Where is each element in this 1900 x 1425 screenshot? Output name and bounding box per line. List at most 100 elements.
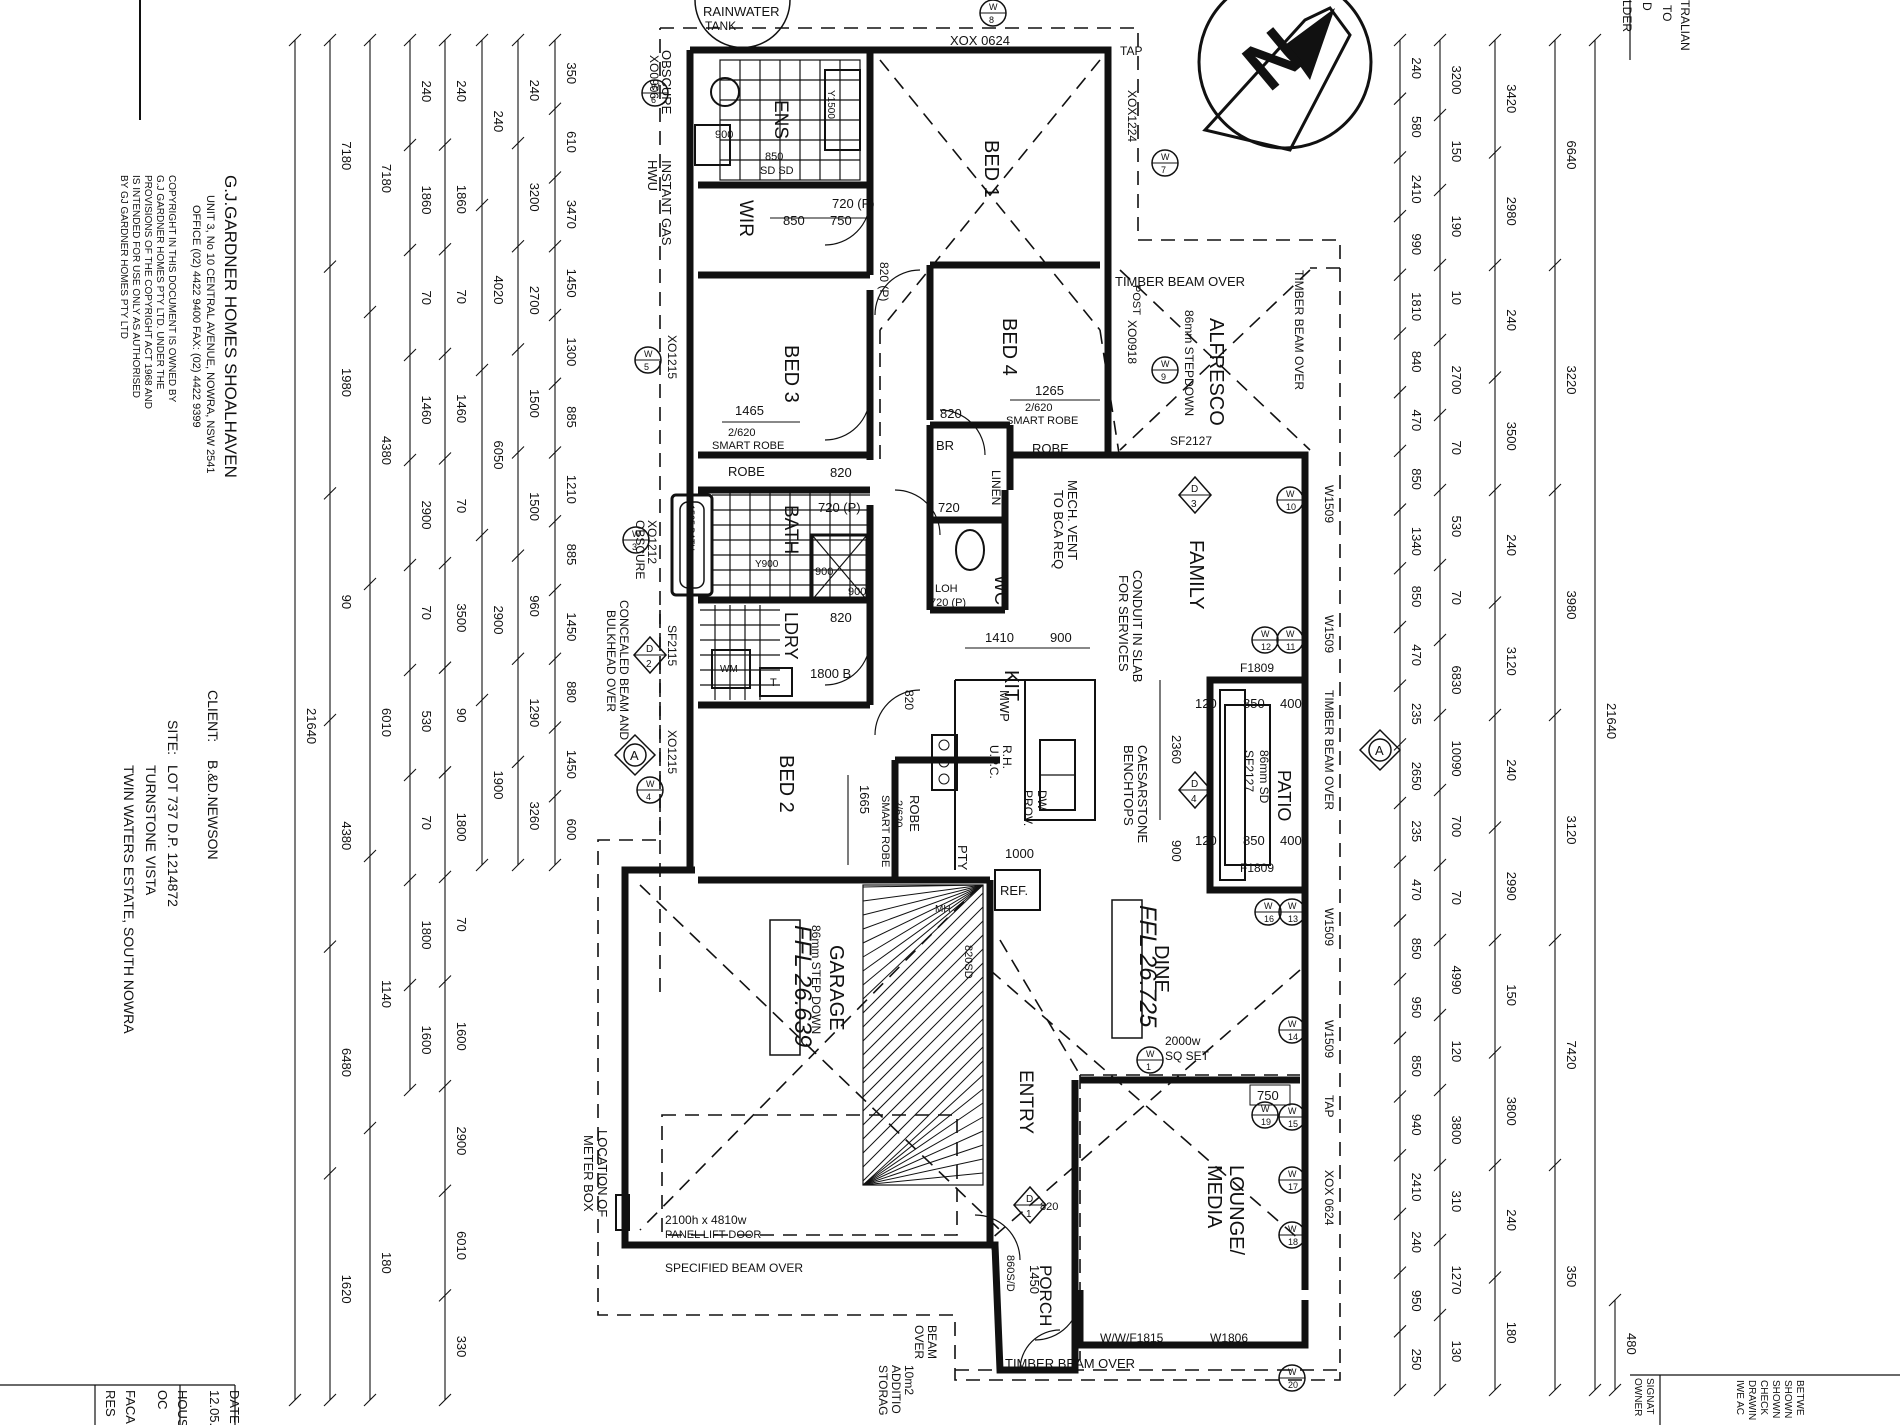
window-code: W1806	[1210, 1331, 1248, 1345]
svg-text:4: 4	[646, 792, 651, 802]
dim-right-value: 2990	[1504, 872, 1519, 901]
dim-left-value: 90	[339, 595, 354, 609]
dim-right-value: 7420	[1564, 1041, 1579, 1070]
hwu-note: HWU	[645, 160, 660, 191]
svg-text:15: 15	[1288, 1119, 1298, 1129]
dim-left-value: 1900	[491, 771, 506, 800]
shower-label: 850	[765, 151, 783, 163]
client-name: B.&D.NEWSON	[205, 760, 221, 860]
dim-right-value: 350	[1564, 1266, 1579, 1288]
sq-set-note: 2000w	[1165, 1034, 1201, 1048]
window-tag: W17	[1278, 1166, 1306, 1194]
toilet-fixture	[955, 529, 985, 571]
dim-right-value: 530	[1449, 516, 1464, 538]
window-code: XOX 0624	[950, 33, 1010, 48]
mech-vent-note: TO BCA REQ	[1051, 490, 1066, 569]
company-name: G.J.GARDNER HOMES SHOALHAVEN	[221, 175, 240, 478]
ffl-garage: FFL 26.639	[789, 925, 816, 1047]
window-code: XO0918	[1125, 320, 1139, 364]
svg-text:16: 16	[1264, 914, 1274, 924]
dim-text: 820	[1040, 1201, 1058, 1213]
dw-label: PROV.	[1021, 790, 1035, 826]
svg-text:12: 12	[1261, 642, 1271, 652]
meter-note: LOCATION OF	[595, 1130, 610, 1217]
svg-text:2: 2	[646, 659, 652, 670]
window-code: F1809	[1240, 861, 1274, 875]
svg-text:1: 1	[1026, 1209, 1032, 1220]
room-dine: DINE	[1150, 945, 1172, 993]
dim-text: 900	[1050, 630, 1072, 645]
room-porch: PORCH	[1036, 1265, 1055, 1326]
mwp-label: MWP	[997, 690, 1012, 722]
shower-label: SD SD	[760, 165, 794, 177]
dim-left-value: 1500	[527, 492, 542, 521]
house-label: HOUSE	[175, 1390, 190, 1425]
svg-text:W: W	[1288, 1169, 1297, 1179]
beam-note: BEAM	[925, 1325, 939, 1359]
door-tag: D3	[1177, 475, 1213, 515]
dim-left-value: 1600	[419, 1026, 434, 1055]
svg-text:1: 1	[1146, 1062, 1151, 1072]
dim-right-value: 70	[1449, 441, 1464, 455]
dim-left-value: 4020	[491, 276, 506, 305]
br-label: BR	[936, 438, 954, 453]
dim-left-value: 70	[419, 291, 434, 305]
beam-note: TIMBER BEAM OVER	[1115, 274, 1245, 289]
dim-text: 820	[830, 465, 852, 480]
tub-label: T	[770, 677, 777, 689]
door-tag: D1	[1012, 1185, 1048, 1225]
concealed-beam-note: CONCEALED BEAM AND	[617, 600, 631, 740]
mech-vent-note: MECH. VENT	[1065, 480, 1080, 560]
svg-text:3: 3	[632, 542, 637, 552]
site-line: LOT 737 D.P. 1214872	[165, 765, 181, 907]
alfresco-stepdown: 86mm STEPDOWN	[1182, 310, 1196, 416]
cooktop	[931, 734, 958, 791]
room-bed3: BED 3	[780, 345, 802, 403]
svg-text:W: W	[632, 529, 641, 539]
room-garage: GARAGE	[825, 945, 847, 1031]
dim-left-value: 70	[454, 499, 469, 513]
dim-text: 1265	[1035, 383, 1064, 398]
dim-left-value: 90	[454, 708, 469, 722]
dim-text: 1000	[1005, 846, 1034, 861]
svg-text:W: W	[1288, 901, 1297, 911]
right-bottom-text: DRAWIN	[1746, 1380, 1757, 1420]
svg-text:13: 13	[1288, 914, 1298, 924]
dimensions-left: 3506103470145013008851210885145088014506…	[288, 33, 579, 1407]
room-entry: ENTRY	[1015, 1070, 1036, 1134]
window-code: W1509	[1322, 485, 1336, 523]
svg-text:W: W	[644, 349, 653, 359]
window-tag: W11	[1276, 626, 1304, 654]
svg-text:14: 14	[1288, 1032, 1298, 1042]
date-label: DATE	[227, 1390, 242, 1424]
dim-text: 1800 B	[810, 666, 851, 681]
svg-text:19: 19	[1261, 1117, 1271, 1127]
ffl-dine: FFL 26.725	[1134, 905, 1161, 1028]
svg-text:W: W	[1261, 629, 1270, 639]
dim-right-value: 3200	[1449, 66, 1464, 95]
dim-right-value: 190	[1449, 216, 1464, 238]
north-arrow: N	[1197, 0, 1373, 152]
dim-right-value: 3980	[1564, 591, 1579, 620]
room-bed4: BED 4	[998, 318, 1020, 376]
dim-right-value: 240	[1504, 534, 1519, 556]
section-tag: A	[1358, 728, 1402, 772]
dim-left-value: 1600	[454, 1022, 469, 1051]
door-code: 820SD	[962, 945, 974, 979]
room-bed2: BED 2	[775, 755, 797, 813]
dim-text: 1450	[1027, 1265, 1042, 1294]
obscure-note: OBSCURE	[633, 520, 647, 579]
dim-left-value: 1450	[564, 750, 579, 779]
dim-left-value: 350	[564, 62, 579, 84]
window-code: W/W/F1815	[1100, 1331, 1164, 1345]
dim-text: 2360	[1169, 735, 1184, 764]
dim-left-value: 240	[491, 111, 506, 133]
tap-label: TAP	[1322, 1095, 1336, 1117]
dim-text: 820 (P)	[877, 262, 891, 301]
window-tag: W16	[1254, 898, 1282, 926]
vanity-label: Y1500	[825, 90, 836, 119]
dim-left-value: 240	[454, 80, 469, 102]
dim-right-value: 850	[1409, 468, 1424, 490]
window-tag: W3	[622, 526, 650, 554]
